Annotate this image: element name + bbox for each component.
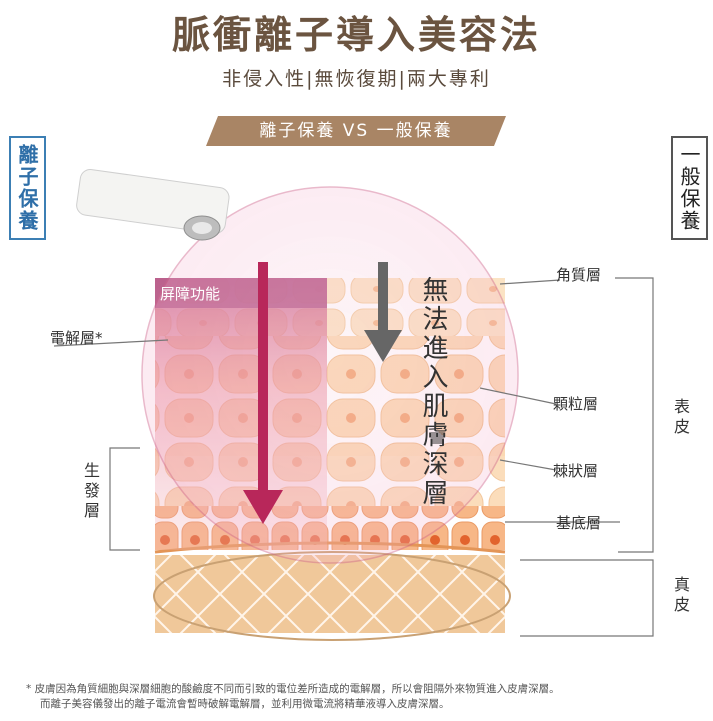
dermis-layer xyxy=(155,555,505,633)
footnote-line-2: 而離子美容儀發出的離子電流會暫時破解電解層，並利用微電流將精華液導入皮膚深層。 xyxy=(26,697,706,712)
ion-device-icon xyxy=(75,168,230,240)
stratum-corneum-label: 角質層 xyxy=(556,264,601,285)
electrolyte-layer-label: 電解層* xyxy=(50,327,103,348)
cannot-enter-label: 無法進入肌膚深層 xyxy=(420,276,446,508)
germinative-layer-label: 生發層 xyxy=(78,462,102,522)
dermis-label: 真皮 xyxy=(668,576,692,616)
footnote: * 皮膚因為角質細胞與深層細胞的酸鹼度不同而引致的電位差所造成的電解層，所以會阻… xyxy=(26,682,706,712)
spinous-layer-label: 棘狀層 xyxy=(553,460,598,481)
epidermis-label: 表皮 xyxy=(668,398,692,438)
footnote-line-1: * 皮膚因為角質細胞與深層細胞的酸鹼度不同而引致的電位差所造成的電解層，所以會阻… xyxy=(26,682,706,697)
granular-layer-label: 顆粒層 xyxy=(553,393,598,414)
basal-layer-label: 基底層 xyxy=(556,512,601,533)
barrier-function-label: 屏障功能 xyxy=(160,283,220,304)
treatment-zone-circle xyxy=(142,187,518,563)
